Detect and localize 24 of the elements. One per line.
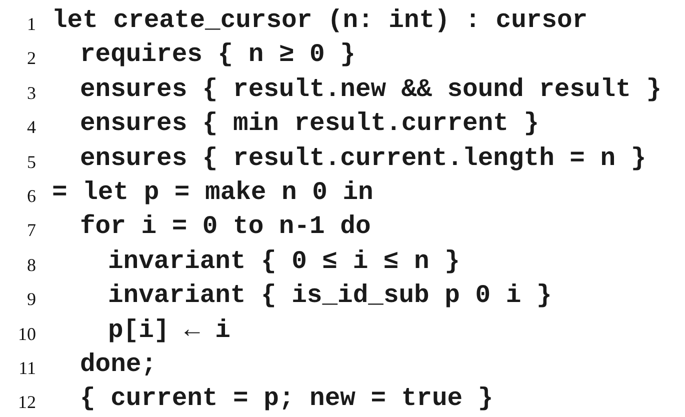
code-line: ensures { result.new && sound result }: [80, 74, 662, 105]
line-number: 7: [26, 220, 36, 240]
line-number: 11: [18, 358, 36, 378]
line-number: 2: [26, 48, 36, 68]
line-number: 1: [26, 14, 36, 34]
code-line: for i = 0 to n-1 do: [80, 212, 371, 242]
code-line: p[i] ← i: [108, 316, 230, 346]
line-number: 5: [26, 152, 36, 172]
code-line: let create_cursor (n: int) : cursor: [52, 6, 588, 36]
line-number: 6: [26, 186, 36, 206]
line-number: 4: [26, 117, 36, 138]
code-line: { current = p; new = true }: [80, 384, 494, 414]
line-number: 8: [26, 254, 36, 275]
code-line: requires { n ≥ 0 }: [80, 40, 356, 70]
code-line: ensures { min result.current }: [80, 109, 540, 140]
line-number: 3: [26, 82, 36, 103]
line-number: 12: [17, 392, 36, 412]
line-number: 10: [17, 324, 36, 344]
code-line: invariant { is_id_sub p 0 i }: [108, 281, 552, 312]
code-line: invariant { 0 ≤ i ≤ n }: [108, 246, 460, 277]
code-line: = let p = make n 0 in: [52, 178, 374, 208]
code-line: ensures { result.current.length = n }: [80, 144, 646, 174]
code-line: done;: [80, 350, 157, 380]
line-number: 9: [26, 289, 36, 310]
